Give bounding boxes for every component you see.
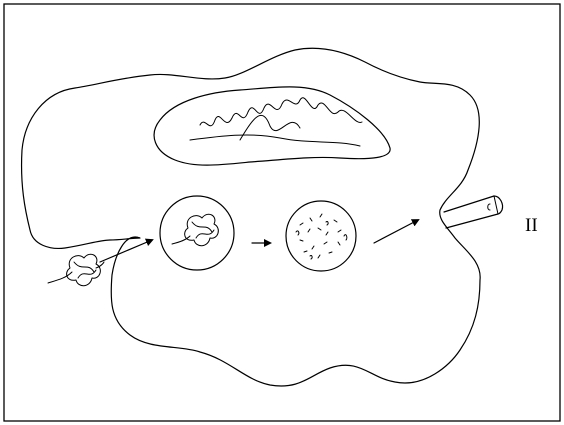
particle-in-vesicle [172,214,218,246]
fragments [296,214,347,259]
cell-membrane [22,48,481,386]
vesicle-digested [286,201,356,271]
arrow-presentation [374,220,418,243]
figure-frame [4,4,560,421]
structure-ii [444,196,503,228]
structure-ii-label: II [525,216,538,235]
vesicle-with-particle [160,196,234,270]
nucleus-envelope [154,87,390,165]
nucleus-inner-line [190,135,360,146]
particle-outside [48,254,104,286]
arrow-uptake [100,240,152,262]
chromatin [200,98,362,140]
